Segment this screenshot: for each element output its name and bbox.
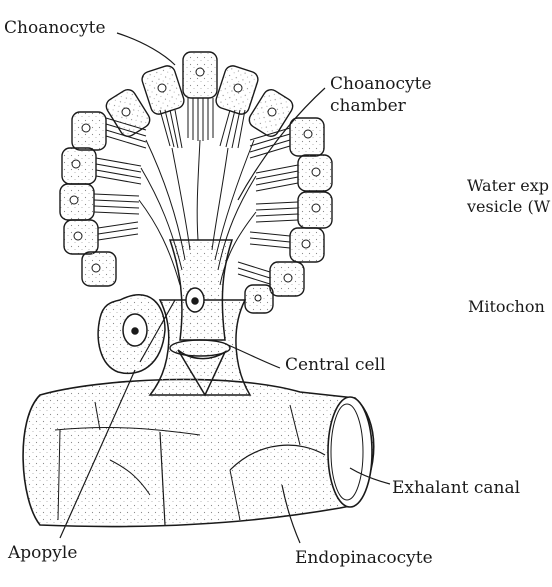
label-endopinacocyte: Endopinacocyte	[295, 548, 433, 568]
label-water-expulsion-line1: Water exp	[467, 176, 549, 196]
label-mitochondria: Mitochon	[468, 297, 545, 317]
label-choanocyte-chamber-line2: chamber	[330, 96, 406, 116]
label-central-cell: Central cell	[285, 355, 385, 375]
exhalant-canal-tube	[23, 379, 374, 526]
label-exhalant-canal: Exhalant canal	[392, 478, 520, 498]
label-choanocyte: Choanocyte	[4, 18, 106, 38]
endopinacocyte-cell-left	[98, 295, 165, 374]
label-water-expulsion-line2: vesicle (W	[467, 197, 550, 217]
label-choanocyte-chamber-line1: Choanocyte	[330, 74, 432, 94]
label-apopyle: Apopyle	[8, 543, 77, 563]
